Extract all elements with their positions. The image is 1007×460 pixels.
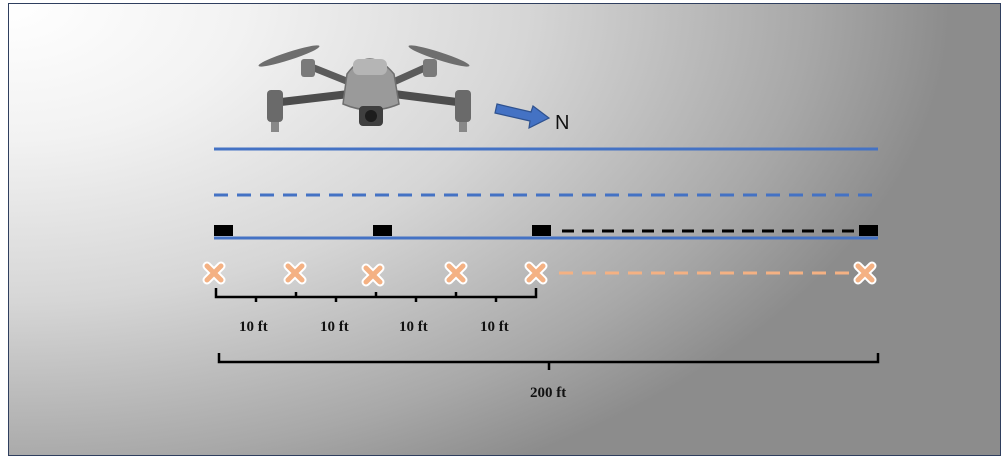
total-bracket [217,353,880,370]
drone-icon [258,45,471,132]
x-marker-icon [202,261,226,285]
sensor-block-icon [532,225,551,236]
spacing-label: 10 ft [399,319,428,335]
sensor-block-icon [859,225,878,236]
x-marker-icon [283,261,307,285]
spacing-label: 10 ft [320,319,349,335]
spacing-label: 10 ft [239,319,268,335]
x-marker-icon [444,261,468,285]
x-marker-icon [524,261,548,285]
x-marker-icon [361,263,385,287]
spacing-bracket [214,288,538,302]
sensor-block-icon [214,225,233,236]
total-label: 200 ft [530,385,566,401]
sensor-block-icon [373,225,392,236]
diagram-frame: N [8,3,1001,456]
north-arrow-icon [494,103,551,130]
north-label: N [555,112,569,134]
spacing-label: 10 ft [480,319,509,335]
x-marker-icon [853,261,877,285]
flight-plan-diagram: N [202,45,880,401]
